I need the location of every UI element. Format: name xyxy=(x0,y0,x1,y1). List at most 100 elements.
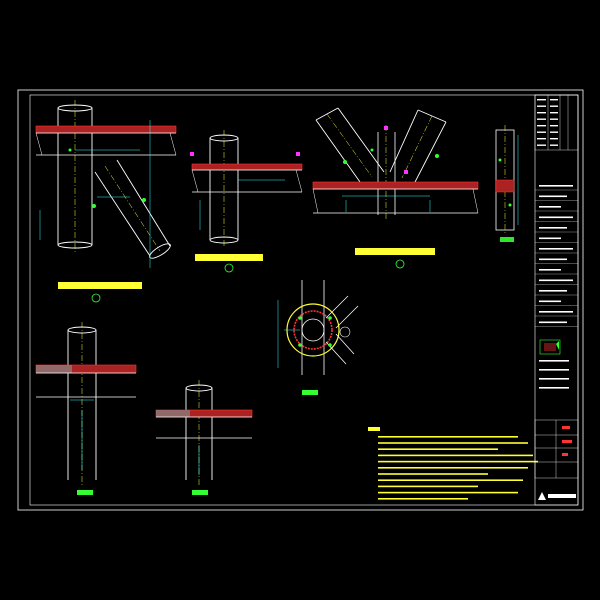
title-block xyxy=(534,94,579,506)
title-block-text-row xyxy=(539,290,567,292)
outer-border xyxy=(17,89,584,511)
section-bc-beam xyxy=(155,409,253,439)
notes-line xyxy=(378,473,488,475)
rev-row-text xyxy=(537,125,546,127)
title-block-text-rows xyxy=(535,185,578,389)
rev-row-text xyxy=(550,112,558,114)
notes-line xyxy=(378,436,518,438)
notes-line xyxy=(378,498,468,500)
title-block-signature-table xyxy=(534,419,579,479)
title-block-text-row xyxy=(539,387,569,389)
notes-line xyxy=(378,479,523,481)
detail-1-title-bar xyxy=(58,282,142,289)
title-block-sign-marks xyxy=(562,426,572,456)
section-cross-bottom-center xyxy=(155,380,253,495)
detail-3-marker xyxy=(395,259,405,269)
title-block-text-row xyxy=(539,269,561,271)
title-block-text-row xyxy=(539,195,567,198)
detail-3-v-joint xyxy=(312,107,479,269)
notes-line xyxy=(378,491,518,494)
section-bl-dims xyxy=(70,399,94,470)
detail-1-beam xyxy=(35,125,177,156)
rev-row-text xyxy=(550,118,558,120)
section-cross-bottom-left xyxy=(35,322,137,495)
title-block-company-logo xyxy=(538,492,576,500)
detail-2-title-bar xyxy=(195,254,263,261)
section-circular-plan xyxy=(277,280,359,395)
rev-row-text xyxy=(550,99,558,101)
title-block-text-row xyxy=(539,360,569,362)
title-block-text-row xyxy=(539,321,567,324)
notes-line xyxy=(378,485,478,488)
detail-2-dimension-lines xyxy=(199,179,285,230)
notes-line xyxy=(378,460,538,463)
detail-2-main-tube xyxy=(209,130,239,248)
title-block-rev-rows xyxy=(537,99,558,146)
section-bc-label-mark xyxy=(192,490,208,495)
detail-1-dimension-lines xyxy=(39,120,151,268)
title-block-text-row xyxy=(539,258,567,261)
title-block-text-row xyxy=(539,378,569,380)
rev-row-text xyxy=(537,118,546,120)
section-circ-core xyxy=(301,318,325,342)
notes-block xyxy=(368,427,538,500)
rev-row-text xyxy=(537,144,546,146)
rev-row-text xyxy=(550,105,558,107)
section-circ-callout xyxy=(339,326,351,338)
detail-3-left-branch xyxy=(315,107,385,183)
section-bl-label-mark xyxy=(77,490,93,495)
notes-lines xyxy=(378,436,538,500)
detail-1-branch-joint xyxy=(35,100,177,303)
notes-heading-mark xyxy=(368,427,380,431)
detail-2-marker xyxy=(224,263,234,273)
title-block-text-row xyxy=(539,206,561,208)
title-block-text-row xyxy=(539,237,561,240)
title-block-text-row xyxy=(539,300,561,303)
section-narrow-vertical xyxy=(495,125,519,242)
section-bl-beam xyxy=(35,364,137,398)
title-block-text-row xyxy=(539,248,573,250)
detail-3-center-post xyxy=(377,125,396,220)
notes-line xyxy=(378,467,528,469)
detail-1-main-tube xyxy=(57,100,93,252)
section-circ-welds xyxy=(298,316,332,347)
rev-row-text xyxy=(550,131,558,133)
detail-3-title-bar xyxy=(355,248,435,255)
detail-2-cross-joint xyxy=(190,130,303,273)
section-circ-ring-inner xyxy=(293,310,333,350)
section-narrow-beam xyxy=(495,179,515,193)
detail-3-right-branch xyxy=(389,109,447,185)
rev-row-text xyxy=(550,144,558,146)
rev-row-text xyxy=(550,125,558,127)
rev-row-text xyxy=(537,105,546,107)
section-narrow-label-mark xyxy=(500,237,514,242)
rev-row-text xyxy=(537,138,546,140)
section-narrow-welds xyxy=(498,158,512,207)
title-block-text-row xyxy=(539,279,573,282)
detail-2-beam xyxy=(191,163,303,193)
detail-3-markers xyxy=(384,126,408,174)
section-circ-dims xyxy=(277,300,300,368)
title-block-text-row xyxy=(539,216,573,219)
notes-line xyxy=(378,454,533,457)
title-block-stamp xyxy=(539,339,561,355)
detail-1-weld-marks xyxy=(68,148,146,208)
notes-line xyxy=(378,448,498,450)
detail-1-diagonal-tube xyxy=(94,159,171,259)
title-block-text-row xyxy=(539,227,567,229)
title-block-text-row xyxy=(539,185,573,187)
title-block-revision-table xyxy=(534,94,579,151)
section-circ-tube xyxy=(301,280,325,375)
title-block-frame xyxy=(534,94,579,506)
detail-3-dimension-lines xyxy=(342,195,431,212)
title-block-text-row xyxy=(539,369,569,371)
title-block-text-row xyxy=(539,311,573,313)
detail-3-beam xyxy=(312,181,479,214)
rev-row-text xyxy=(537,131,546,133)
detail-3-weld-marks xyxy=(343,148,439,164)
sheet-frame xyxy=(17,89,584,511)
rev-row-text xyxy=(550,138,558,140)
rev-row-text xyxy=(537,99,546,101)
rev-row-text xyxy=(537,112,546,114)
